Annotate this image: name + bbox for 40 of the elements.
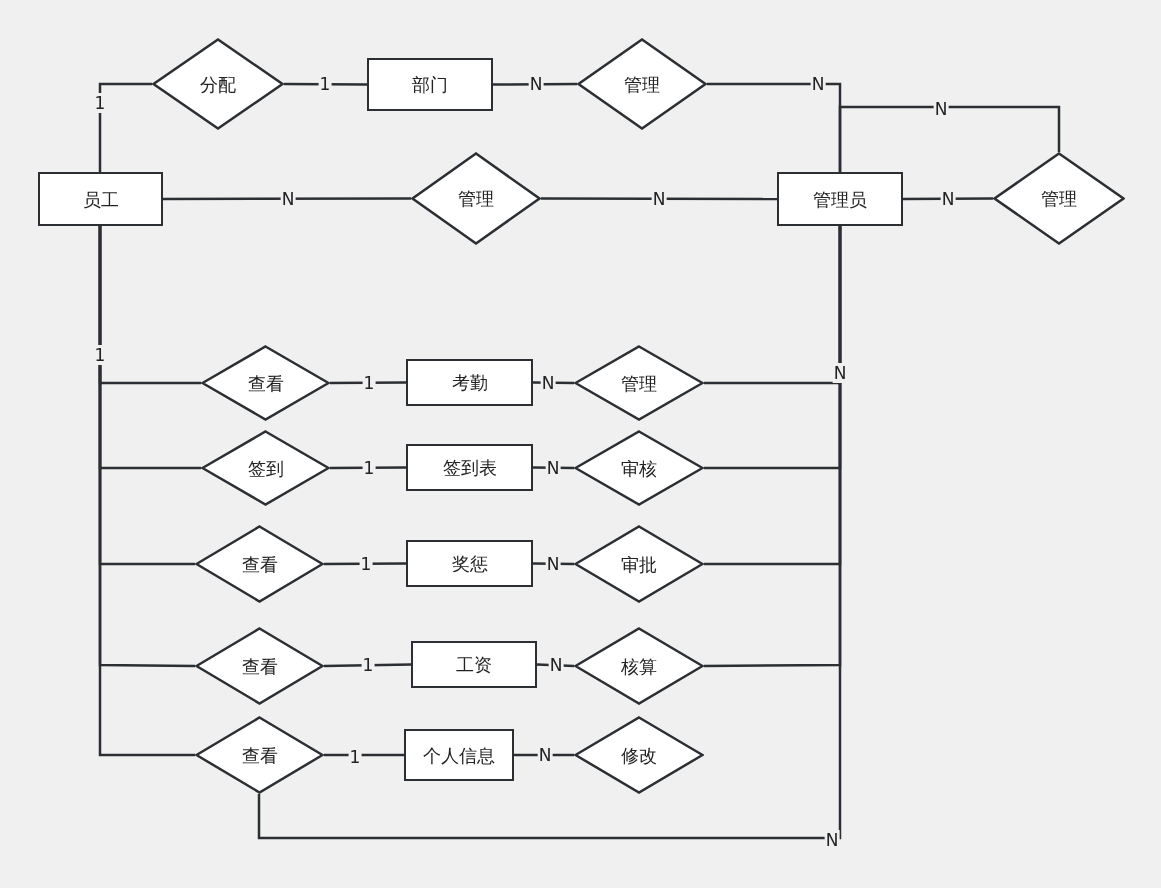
connector-line xyxy=(98,82,152,172)
connector-line xyxy=(324,753,404,757)
entity-box: 管理员 xyxy=(777,172,903,226)
connector-line xyxy=(493,82,577,86)
relationship-diamond: 审批 xyxy=(574,525,704,603)
connector-line xyxy=(541,197,777,201)
relationship-diamond: 审核 xyxy=(574,430,704,506)
connector-line xyxy=(163,197,411,201)
connector-line xyxy=(324,562,406,566)
entity-box: 考勤 xyxy=(406,359,533,406)
entity-box: 个人信息 xyxy=(404,729,514,781)
connector-line xyxy=(514,753,574,757)
relationship-diamond: 分配 xyxy=(152,38,284,130)
relationship-diamond: 核算 xyxy=(574,627,704,705)
connector-line xyxy=(323,663,412,668)
connector-line xyxy=(330,466,406,470)
relationship-diamond: 管理 xyxy=(993,152,1125,245)
connector-line xyxy=(98,226,195,757)
relationship-diamond: 查看 xyxy=(201,345,330,421)
entity-box: 员工 xyxy=(38,172,163,226)
relationship-diamond: 查看 xyxy=(195,716,324,794)
entity-box: 部门 xyxy=(367,58,493,111)
entity-box: 签到表 xyxy=(406,444,533,491)
edge-label: N xyxy=(832,363,848,383)
relationship-diamond: 管理 xyxy=(577,38,707,130)
relationship-diamond: 管理 xyxy=(574,345,704,421)
relationship-diamond: 查看 xyxy=(195,525,324,603)
connector-line xyxy=(838,105,1061,172)
connector-line xyxy=(284,82,367,86)
relationship-diamond: 查看 xyxy=(195,627,324,705)
connector-line xyxy=(257,226,842,840)
entity-box: 奖惩 xyxy=(406,540,533,587)
edge-label: 1 xyxy=(93,345,107,365)
relationship-diamond: 签到 xyxy=(201,430,330,506)
relationship-diamond: 修改 xyxy=(574,716,704,794)
relationship-diamond: 管理 xyxy=(411,152,541,245)
edge-label: 1 xyxy=(93,93,107,113)
entity-box: 工资 xyxy=(411,641,537,688)
connector-line xyxy=(903,197,993,201)
connector-line xyxy=(330,381,406,385)
